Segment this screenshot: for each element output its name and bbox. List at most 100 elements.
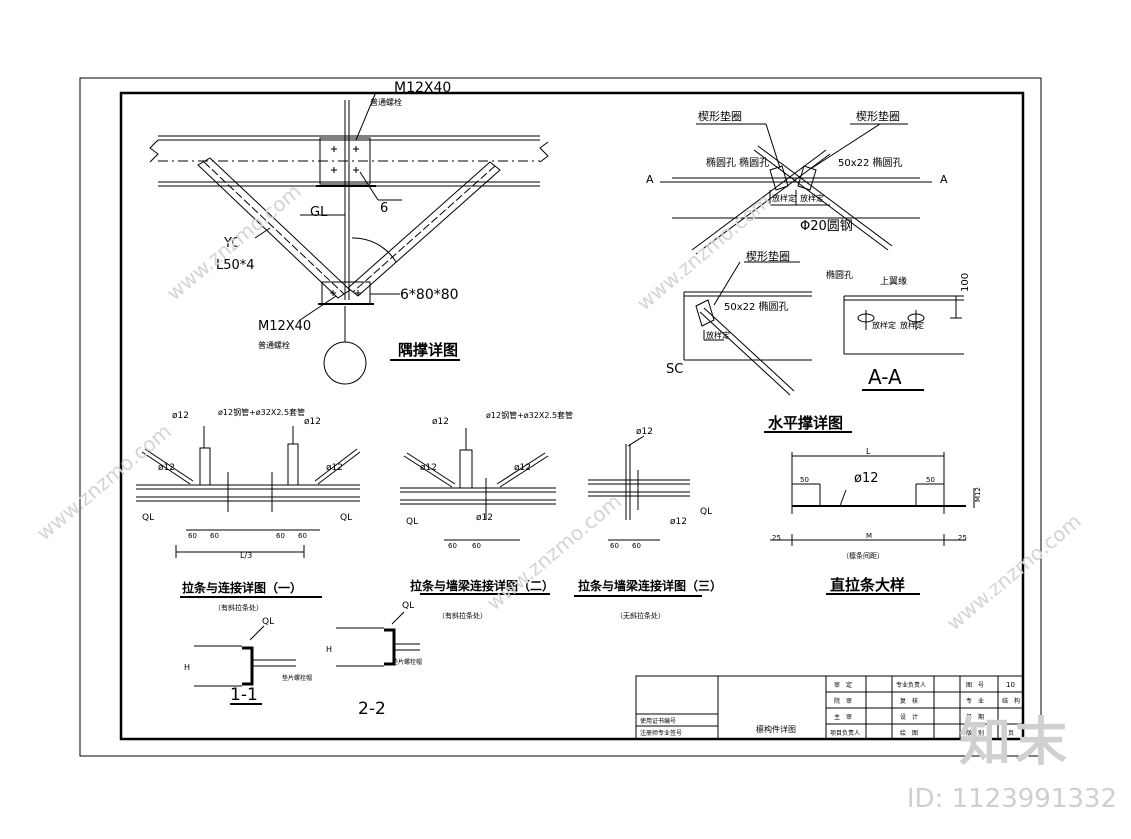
- bolt-bottom-note: 普通螺栓: [258, 340, 290, 350]
- tb-r2-c3: 复 核: [900, 697, 918, 705]
- tie3-dim-1: 60: [610, 542, 619, 550]
- sec1-note: 垫片螺栓帽: [282, 674, 312, 682]
- tb-reg-no: 注册师专业签号: [640, 729, 682, 737]
- tie1-dim-2: 60: [210, 532, 219, 540]
- straight-note: （檩条间距）: [842, 551, 884, 560]
- tie-detail-3: [574, 435, 702, 597]
- tb-r3-c3: 设 计: [900, 713, 918, 721]
- tie2-title: 拉条与墙梁连接详图（二）: [410, 578, 554, 593]
- tb-r1-c5: 图 号: [966, 682, 984, 689]
- straight-right25: 25: [958, 534, 967, 542]
- tie2-d3: ø12: [420, 463, 437, 473]
- tb-r3-c1: 主 审: [834, 713, 852, 721]
- tie3-ql: QL: [700, 507, 712, 517]
- tie3-d2: ø12: [670, 517, 687, 527]
- sec1-title: 1-1: [230, 685, 258, 705]
- angle-label: L50*4: [216, 258, 255, 273]
- sec2-note: 垫片螺栓帽: [392, 658, 422, 666]
- tb-r1-c6: 10: [1006, 681, 1015, 689]
- tie1-ql-left: QL: [142, 513, 154, 523]
- nut-1: 放样定: [772, 193, 796, 203]
- tie2-dim-2: 60: [472, 542, 481, 550]
- tb-r4-c6: 页: [1008, 730, 1014, 737]
- tie2-dim-1: 60: [448, 542, 457, 550]
- tie2-d1: ø12: [432, 417, 449, 427]
- wedge-washer-right: 楔形垫圈: [856, 109, 900, 123]
- tie1-ql-right: QL: [340, 513, 352, 523]
- tie1-subtitle: （有斜拉条处）: [214, 603, 263, 612]
- tie2-d4: ø12: [514, 463, 531, 473]
- plate-label: 6*80*80: [400, 287, 459, 303]
- tie-detail-2: [400, 428, 556, 595]
- sec1-h: H: [184, 663, 190, 672]
- bolt-top-label: M12X40: [394, 80, 451, 96]
- tie1-dim-1: 60: [188, 532, 197, 540]
- bolt-bottom-label: M12X40: [258, 319, 311, 334]
- sec1-ql: QL: [262, 617, 274, 627]
- sec2-title: 2-2: [358, 699, 386, 719]
- sec2-ql: QL: [402, 601, 414, 611]
- tie1-d2: ø12钢管+ø32X2.5套管: [218, 407, 305, 417]
- tb-cert-no: 使用证书编号: [640, 717, 676, 725]
- horizontal-title: 水平撑详图: [768, 414, 843, 432]
- slot-mid: 50x22 椭圆孔: [724, 300, 789, 313]
- tie1-dim-4: 60: [298, 532, 307, 540]
- wedge-washer-left: 楔形垫圈: [698, 109, 742, 123]
- tie2-ql: QL: [406, 517, 418, 527]
- gl-label: GL: [310, 205, 328, 220]
- title-block: [635, 675, 1024, 740]
- tie1-d1: ø12: [172, 411, 189, 421]
- bolt-top-note: 普通螺栓: [370, 97, 402, 107]
- tie1-d4: ø12: [158, 463, 175, 473]
- bracing-bolts: [330, 146, 361, 296]
- tb-r1-c3: 专业负责人: [896, 681, 926, 689]
- horizontal-brace-detail: [660, 123, 964, 433]
- straight-left50: 50: [800, 476, 809, 484]
- section-a-left: A: [646, 173, 654, 186]
- straight-title: 直拉条大样: [830, 576, 905, 594]
- tb-r4-c5: 版 别: [966, 729, 984, 737]
- straight-tie-detail: [770, 452, 975, 595]
- nut-2: 放样定: [800, 193, 824, 203]
- tb-r1-c1: 审 定: [834, 681, 852, 689]
- tie1-span: L/3: [240, 551, 252, 560]
- sec2-h: H: [326, 645, 332, 654]
- straight-l: L: [866, 447, 871, 456]
- bracing-title: 隅撑详图: [398, 341, 458, 359]
- brand-watermark: 知末: [958, 713, 1071, 773]
- straight-mid: M: [866, 532, 872, 540]
- tie1-d3: ø12: [304, 417, 321, 427]
- tie1-d5: ø12: [326, 463, 343, 473]
- section-2-2: [336, 611, 420, 667]
- tie3-d1: ø12: [636, 427, 653, 437]
- rod-label: Φ20圆钢: [800, 219, 853, 234]
- tb-r2-c5: 专 业: [966, 697, 984, 705]
- aa-title: A-A: [868, 365, 902, 389]
- nut-aa-2: 放样定: [900, 320, 924, 330]
- slot-left: 椭圆孔 椭圆孔: [706, 156, 769, 169]
- tie-detail-1: [136, 426, 361, 598]
- sc-label: SC: [666, 362, 683, 377]
- wedge-washer-mid: 楔形垫圈: [746, 249, 790, 263]
- inner-frame: [119, 91, 1025, 741]
- tie1-dim-3: 60: [276, 532, 285, 540]
- dim-100: 100: [960, 273, 971, 292]
- tie2-subtitle: （有斜拉条处）: [438, 611, 487, 620]
- tie3-dim-2: 60: [632, 542, 641, 550]
- nut-aa-1: 放样定: [872, 320, 896, 330]
- top-flange: 上翼缘: [880, 275, 907, 287]
- bracing-detail: [149, 91, 549, 385]
- straight-m12: M12: [974, 487, 982, 502]
- tie3-subtitle: （无斜拉条处）: [616, 611, 665, 620]
- tb-drawing-name: 檩构件详图: [756, 724, 796, 734]
- straight-right50: 50: [926, 476, 935, 484]
- yc-label: YC: [223, 236, 240, 251]
- straight-left25: 25: [772, 534, 781, 542]
- tb-r4-c3: 绘 图: [900, 729, 918, 737]
- section-a-right: A: [940, 173, 948, 186]
- tb-r3-c5: 日 期: [966, 713, 984, 721]
- section-1-1: [194, 625, 296, 705]
- weld-label: 6: [380, 201, 388, 216]
- outer-frame: [79, 77, 1042, 757]
